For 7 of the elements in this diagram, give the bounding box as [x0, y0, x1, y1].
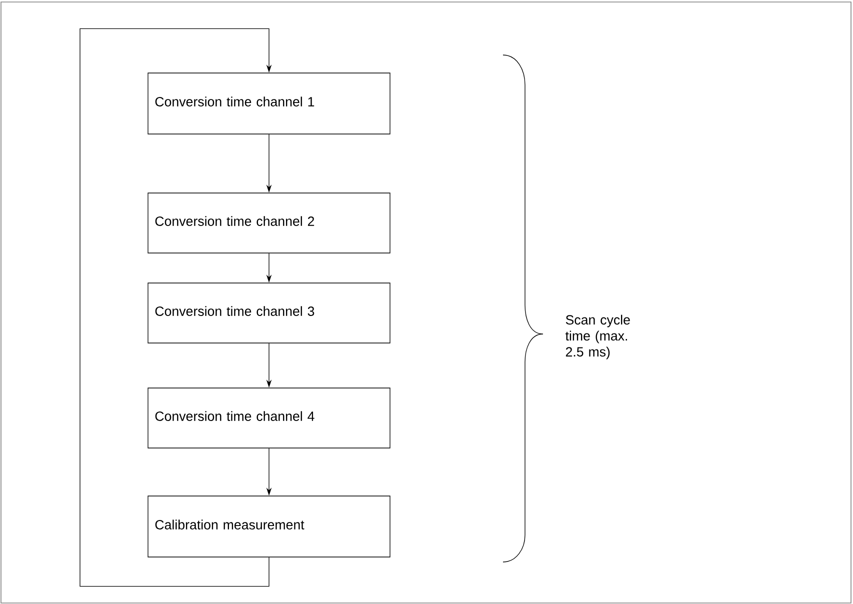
arrow: [80, 28, 272, 587]
process-box: Conversion time channel 4: [148, 388, 390, 448]
process-box: Conversion time channel 3: [148, 282, 390, 344]
brace-label: Scan cycle time (max. 2.5 ms): [565, 314, 630, 360]
process-box: Conversion time channel 2: [148, 192, 390, 254]
process-box: Conversion time channel 1: [148, 72, 390, 134]
process-box: Calibration measurement: [148, 496, 390, 558]
